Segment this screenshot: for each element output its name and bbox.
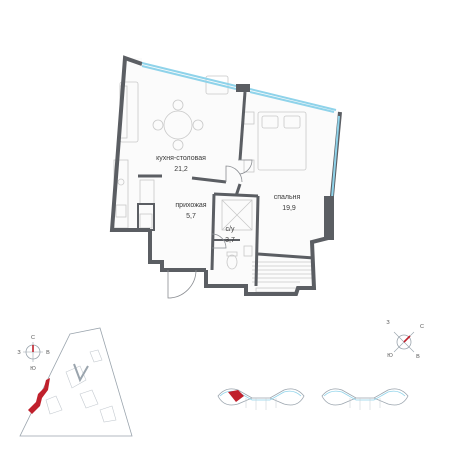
- room-label-bath: с/у: [226, 226, 235, 233]
- windows: [141, 62, 340, 199]
- room-area-kitchen: 21,2: [174, 166, 188, 173]
- compass-right-south: Ю: [387, 353, 393, 359]
- interior-walls: [137, 91, 315, 287]
- compass-right-north: С: [420, 324, 424, 330]
- building-floor-icon-2: [321, 388, 409, 410]
- site-plan-highlight: [28, 378, 50, 414]
- room-label-kitchen: кухня-столовая: [156, 155, 206, 162]
- compass-right-east: В: [416, 354, 420, 360]
- apartment-plan: кухня-столовая 21,2 спальня 19,9 прихожа…: [109, 55, 342, 299]
- compass-left-west: З: [17, 350, 21, 356]
- floor-key-highlight: [228, 390, 244, 402]
- building-floor-icon: [217, 388, 305, 410]
- room-label-bedroom: спальня: [274, 194, 301, 201]
- compass-rose-icon: С Ю З В: [17, 335, 50, 372]
- doors: [167, 159, 253, 299]
- site-plan-icon: [19, 327, 133, 437]
- compass-left-north: С: [31, 335, 35, 341]
- compass-right-west: З: [386, 320, 390, 326]
- room-label-hallway: прихожая: [175, 202, 206, 209]
- room-area-hallway: 5,7: [186, 213, 196, 220]
- compass-rose-icon-right: С З Ю В: [386, 320, 424, 360]
- room-area-bedroom: 19,9: [282, 205, 296, 212]
- compass-left-east: В: [46, 350, 50, 356]
- wall-piers: [236, 84, 334, 240]
- compass-left-south: Ю: [30, 366, 36, 372]
- room-labels: кухня-столовая 21,2 спальня 19,9 прихожа…: [156, 155, 300, 244]
- room-area-bath: 3,7: [225, 237, 235, 244]
